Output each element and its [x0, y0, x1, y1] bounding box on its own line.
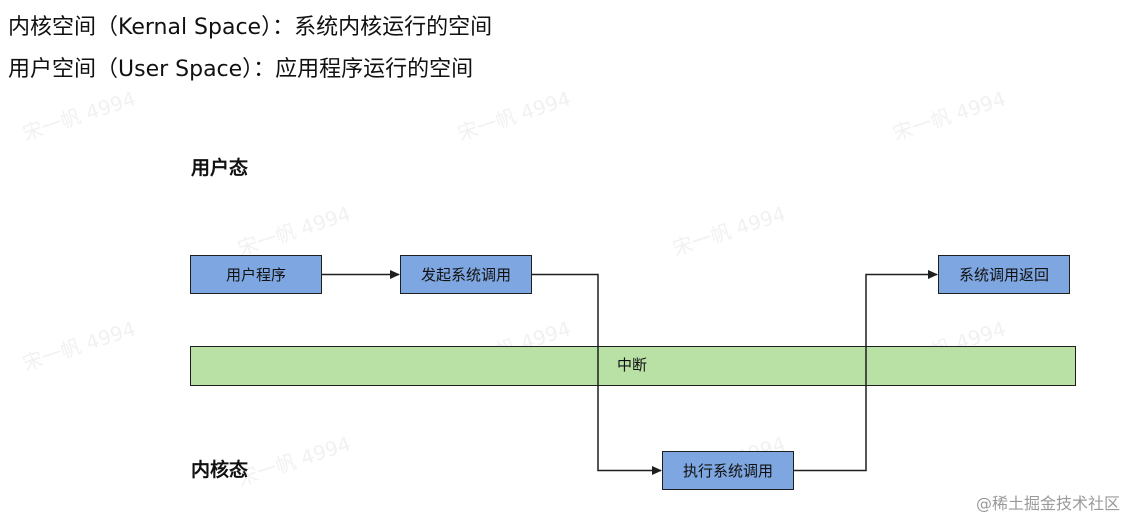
node-user-program: 用户程序 [190, 255, 322, 294]
interrupt-bar [190, 346, 1076, 386]
arrow-exec-syscall-to-syscall-return [794, 270, 938, 472]
interrupt-label: 中断 [617, 356, 648, 374]
node-syscall-start: 发起系统调用 [400, 255, 532, 294]
footer-credit: @稀土掘金技术社区 [975, 494, 1120, 513]
kernel-mode-label: 内核态 [191, 459, 249, 481]
kernel-space-definition: 内核空间（Kernal Space）：系统内核运行的空间 [8, 15, 493, 40]
arrow-syscall-start-to-exec-syscall [532, 273, 662, 475]
user-mode-label: 用户态 [191, 157, 249, 179]
user-space-definition: 用户空间（User Space）：应用程序运行的空间 [8, 57, 474, 82]
node-syscall-return: 系统调用返回 [938, 255, 1070, 294]
node-exec-syscall: 执行系统调用 [662, 451, 794, 490]
